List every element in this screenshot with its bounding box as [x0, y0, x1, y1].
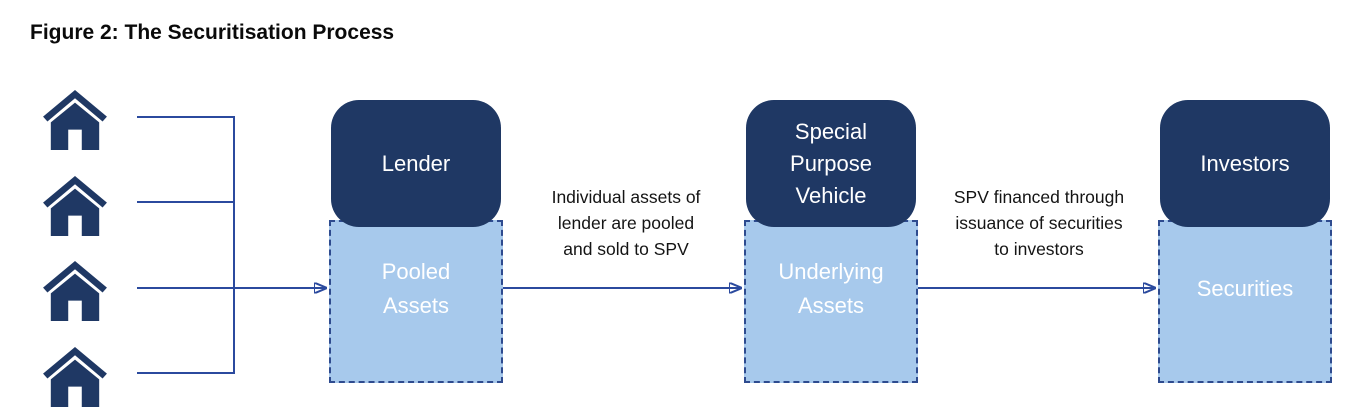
lender-label: Lender — [381, 150, 451, 176]
securities-box: Securities — [1158, 220, 1332, 383]
investors-box: Investors — [1160, 100, 1330, 227]
investors-label: Investors — [1200, 150, 1290, 176]
securities-label: Securities — [1196, 275, 1294, 301]
lender-box: Lender — [331, 100, 501, 227]
house-icon — [43, 176, 107, 236]
house-icon — [43, 347, 107, 407]
figure-title: Figure 2: The Securitisation Process — [30, 21, 395, 44]
house-icon — [43, 261, 107, 321]
house-icon — [43, 90, 107, 150]
